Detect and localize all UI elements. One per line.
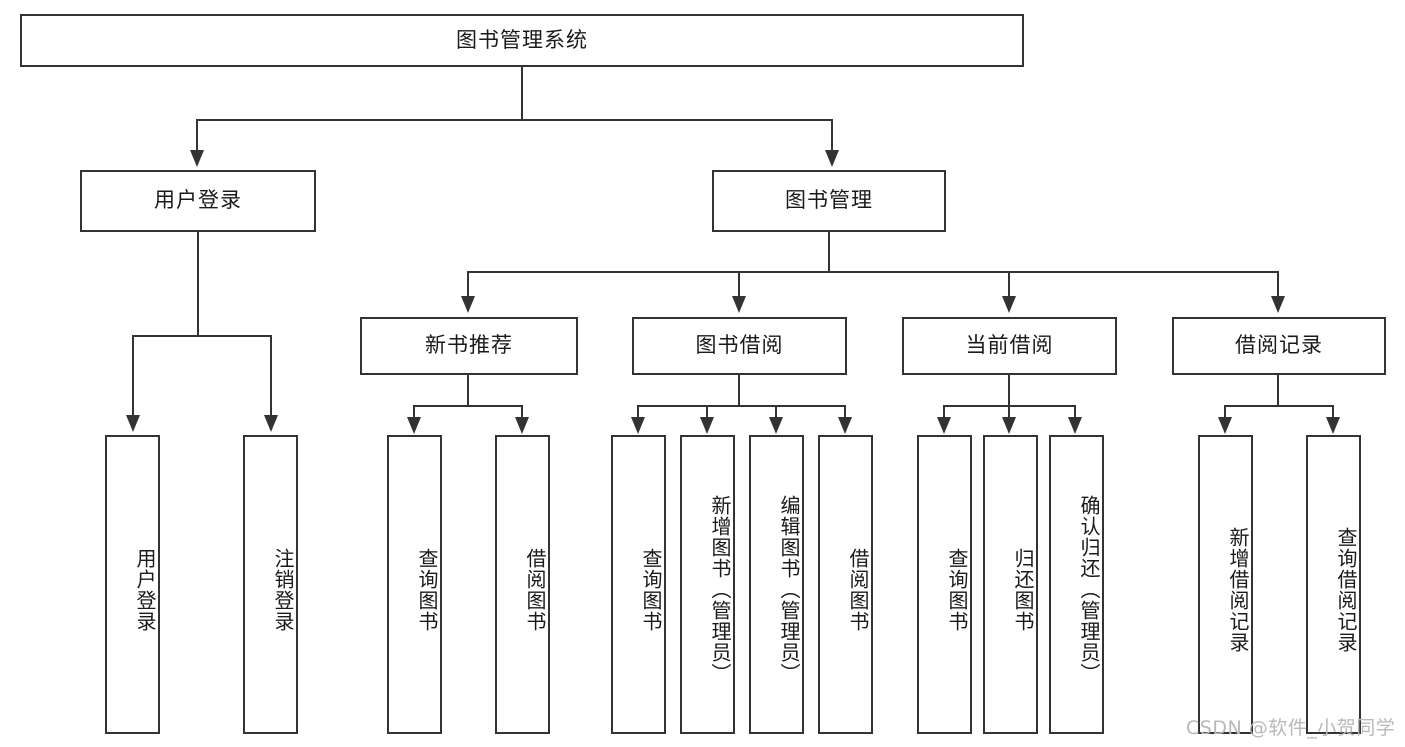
connector-new-book-to-leaf-2 <box>521 405 523 418</box>
node-label: 图书管理 <box>785 188 873 213</box>
leaf-new-book-borrow-book[interactable]: 借阅图书 <box>495 435 550 734</box>
connector-current-borrow-stem <box>1008 375 1010 405</box>
leaf-user-login-logout[interactable]: 注销登录 <box>243 435 298 734</box>
leaf-borrow-record-query-record[interactable]: 查询借阅记录 <box>1306 435 1361 734</box>
leaf-user-login-login[interactable]: 用户登录 <box>105 435 160 734</box>
node-label: 新书推荐 <box>425 333 513 358</box>
node-label: 用户登录 <box>154 188 242 213</box>
connector-borrow-record-bus <box>1225 405 1333 407</box>
node-label: 编辑图书（管理员） <box>777 495 801 684</box>
leaf-current-borrow-confirm-return-admin[interactable]: 确认归还（管理员） <box>1049 435 1104 734</box>
node-label: 图书借阅 <box>695 333 784 358</box>
connector-bm-to-borrow-record <box>1277 271 1279 297</box>
node-label: 图书管理系统 <box>456 27 588 52</box>
node-book-management[interactable]: 图书管理 <box>712 170 946 232</box>
node-borrow-record[interactable]: 借阅记录 <box>1172 317 1386 375</box>
arrow-cb-to-leaf-2 <box>1002 417 1016 434</box>
leaf-borrow-record-add-record[interactable]: 新增借阅记录 <box>1198 435 1253 734</box>
arrow-root-to-book-management <box>825 150 839 167</box>
watermark-text: CSDN @软件_小贺同学 <box>1186 717 1396 739</box>
node-label: 查询图书 <box>639 547 663 632</box>
arrow-new-book-to-leaf-1 <box>407 417 421 434</box>
connector-book-borrow-bus <box>638 405 846 407</box>
node-label: 借阅记录 <box>1235 333 1323 358</box>
arrow-cb-to-leaf-3 <box>1068 417 1082 434</box>
arrow-bb-to-leaf-1 <box>631 417 645 434</box>
leaf-book-borrow-query-book[interactable]: 查询图书 <box>611 435 666 734</box>
arrow-bm-to-current-borrow <box>1002 296 1016 313</box>
connector-root-to-user-login <box>196 119 198 151</box>
node-label: 归还图书 <box>1011 547 1035 632</box>
node-label: 查询图书 <box>415 547 439 632</box>
connector-root-bus <box>197 119 833 121</box>
node-label: 借阅图书 <box>846 547 870 632</box>
leaf-new-book-query-book[interactable]: 查询图书 <box>387 435 442 734</box>
arrow-bb-to-leaf-4 <box>838 417 852 434</box>
connector-user-login-to-leaf-2 <box>270 335 272 416</box>
connector-root-to-book-management <box>831 119 833 151</box>
connector-bm-to-new-book <box>467 271 469 297</box>
arrow-bb-to-leaf-2 <box>700 417 714 434</box>
node-label: 查询图书 <box>945 547 969 632</box>
leaf-current-borrow-return-book[interactable]: 归还图书 <box>983 435 1038 734</box>
connector-book-management-bus <box>468 271 1279 273</box>
arrow-br-to-leaf-2 <box>1326 417 1340 434</box>
node-label: 用户登录 <box>133 547 157 632</box>
connector-bb-to-leaf-2 <box>706 405 708 418</box>
csdn-watermark: CSDN @软件_小贺同学 <box>1186 713 1395 740</box>
leaf-book-borrow-borrow-book[interactable]: 借阅图书 <box>818 435 873 734</box>
arrow-bm-to-book-borrow <box>732 296 746 313</box>
node-new-book-recommend[interactable]: 新书推荐 <box>360 317 578 375</box>
connector-borrow-record-stem <box>1277 375 1279 405</box>
arrow-root-to-user-login <box>190 150 204 167</box>
node-label: 确认归还（管理员） <box>1077 495 1101 684</box>
connector-user-login-stem <box>197 232 199 335</box>
node-label: 借阅图书 <box>523 547 547 632</box>
arrow-br-to-leaf-1 <box>1218 417 1232 434</box>
arrow-user-login-to-leaf-2 <box>264 415 278 432</box>
connector-user-login-bus <box>133 335 271 337</box>
leaf-book-borrow-edit-book-admin[interactable]: 编辑图书（管理员） <box>749 435 804 734</box>
connector-new-book-stem <box>467 375 469 405</box>
connector-cb-to-leaf-2 <box>1008 405 1010 418</box>
node-user-login[interactable]: 用户登录 <box>80 170 316 232</box>
arrow-new-book-to-leaf-2 <box>515 417 529 434</box>
connector-bb-to-leaf-4 <box>844 405 846 418</box>
leaf-current-borrow-query-book[interactable]: 查询图书 <box>917 435 972 734</box>
node-label: 当前借阅 <box>965 333 1054 358</box>
arrow-bb-to-leaf-3 <box>769 417 783 434</box>
node-label: 注销登录 <box>271 547 295 632</box>
connector-new-book-to-leaf-1 <box>413 405 415 418</box>
node-root-book-management-system[interactable]: 图书管理系统 <box>20 14 1024 67</box>
arrow-bm-to-borrow-record <box>1271 296 1285 313</box>
connector-cb-to-leaf-3 <box>1074 405 1076 418</box>
node-label: 新增借阅记录 <box>1226 526 1250 653</box>
node-current-borrow[interactable]: 当前借阅 <box>902 317 1117 375</box>
node-book-borrow[interactable]: 图书借阅 <box>632 317 847 375</box>
connector-cb-to-leaf-1 <box>943 405 945 418</box>
connector-bm-to-current-borrow <box>1008 271 1010 297</box>
connector-bb-to-leaf-3 <box>775 405 777 418</box>
connector-br-to-leaf-1 <box>1224 405 1226 418</box>
connector-book-management-stem <box>828 232 830 271</box>
connector-user-login-to-leaf-1 <box>132 335 134 416</box>
arrow-cb-to-leaf-1 <box>937 417 951 434</box>
connector-bm-to-book-borrow <box>738 271 740 297</box>
connector-br-to-leaf-2 <box>1332 405 1334 418</box>
leaf-book-borrow-add-book-admin[interactable]: 新增图书（管理员） <box>680 435 735 734</box>
node-label: 新增图书（管理员） <box>708 495 732 684</box>
connector-new-book-bus <box>414 405 522 407</box>
node-label: 查询借阅记录 <box>1334 526 1358 653</box>
arrow-user-login-to-leaf-1 <box>126 415 140 432</box>
connector-book-borrow-stem <box>738 375 740 405</box>
arrow-bm-to-new-book <box>461 296 475 313</box>
connector-bb-to-leaf-1 <box>637 405 639 418</box>
connector-root-stem <box>521 67 523 119</box>
